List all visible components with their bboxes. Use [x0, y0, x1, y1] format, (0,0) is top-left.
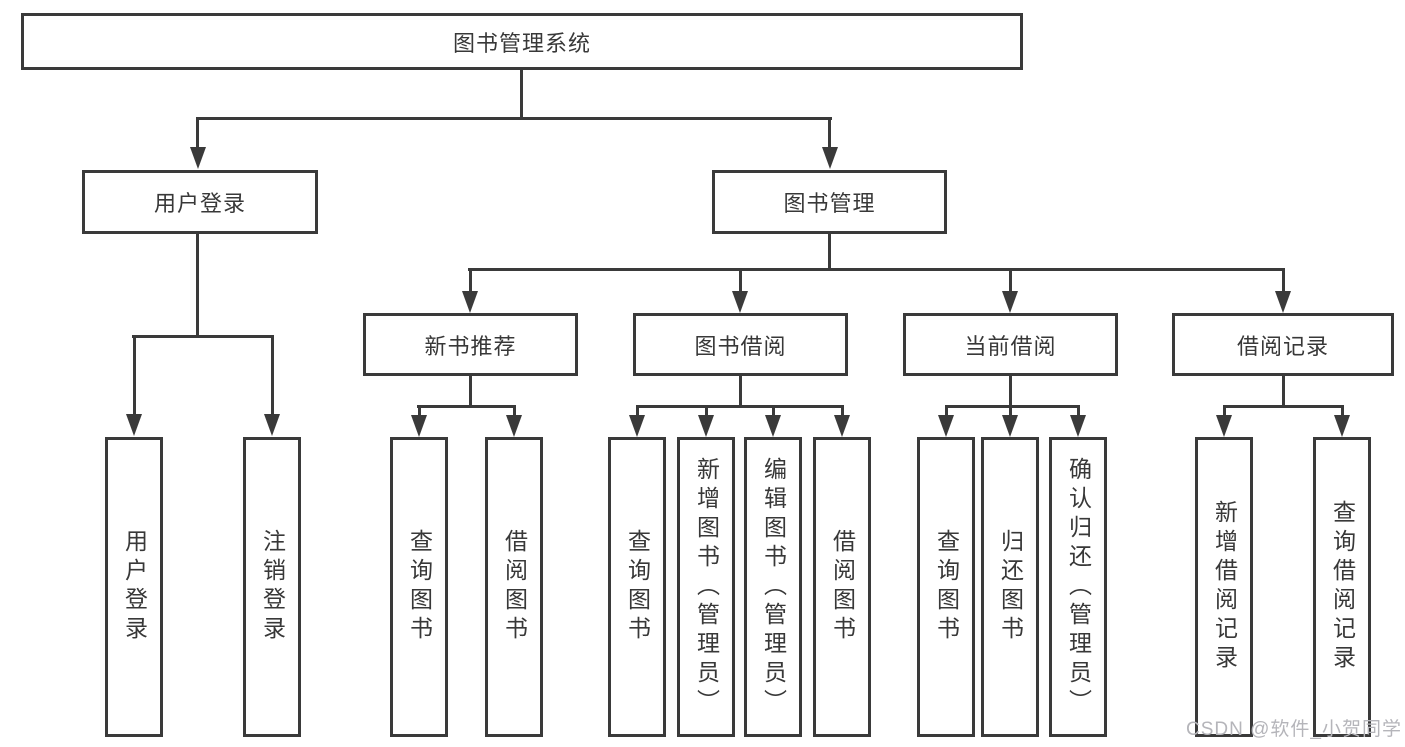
arrowhead-down — [938, 415, 954, 437]
arrowhead-down — [629, 415, 645, 437]
arrowhead-down — [1334, 415, 1350, 437]
watermark: CSDN @软件_小贺同学 — [1186, 719, 1402, 740]
connector-line — [1223, 405, 1344, 408]
leaf-borrow-books-recommend: 借阅图书 — [485, 437, 543, 737]
arrowhead-down — [506, 415, 522, 437]
leaf-add-books-admin: 新增图书（管理员） — [677, 437, 735, 737]
connector-line — [1282, 376, 1285, 408]
node-new-book-recommendation: 新书推荐 — [363, 313, 578, 376]
node-current-borrowing: 当前借阅 — [903, 313, 1118, 376]
connector-line — [468, 268, 1285, 271]
connector-line — [1077, 407, 1080, 416]
arrowhead-down — [1070, 415, 1086, 437]
node-library-management-system: 图书管理系统 — [21, 13, 1023, 70]
arrowhead-down — [698, 415, 714, 437]
leaf-confirm-return-admin: 确认归还（管理员） — [1049, 437, 1107, 737]
connector-line — [828, 119, 831, 147]
connector-line — [196, 117, 832, 120]
connector-line — [133, 337, 136, 415]
connector-line — [196, 119, 199, 147]
node-book-borrowing: 图书借阅 — [633, 313, 848, 376]
connector-line — [945, 407, 948, 416]
arrowhead-down — [1002, 291, 1018, 313]
connector-line — [841, 407, 844, 416]
arrowhead-down — [765, 415, 781, 437]
connector-line — [739, 270, 742, 291]
leaf-query-borrow-record: 查询借阅记录 — [1313, 437, 1371, 737]
arrowhead-down — [1002, 415, 1018, 437]
connector-line — [132, 335, 274, 338]
arrowhead-down — [732, 291, 748, 313]
leaf-query-books-recommend: 查询图书 — [390, 437, 448, 737]
leaf-add-borrow-record: 新增借阅记录 — [1195, 437, 1253, 737]
connector-line — [636, 407, 639, 416]
connector-line — [1009, 376, 1012, 408]
connector-line — [469, 376, 472, 408]
arrowhead-down — [462, 291, 478, 313]
connector-line — [772, 407, 775, 416]
connector-line — [636, 405, 844, 408]
connector-line — [1009, 407, 1012, 416]
leaf-logout: 注销登录 — [243, 437, 301, 737]
connector-line — [705, 407, 708, 416]
node-user-login: 用户登录 — [82, 170, 318, 234]
connector-line — [945, 405, 1080, 408]
leaf-borrow-books-borrowing: 借阅图书 — [813, 437, 871, 737]
arrowhead-down — [190, 147, 206, 169]
node-borrowing-records: 借阅记录 — [1172, 313, 1394, 376]
connector-line — [520, 68, 523, 120]
connector-line — [1009, 270, 1012, 291]
arrowhead-down — [822, 147, 838, 169]
arrowhead-down — [126, 414, 142, 436]
connector-line — [469, 270, 472, 291]
arrowhead-down — [834, 415, 850, 437]
node-book-management: 图书管理 — [712, 170, 947, 234]
leaf-return-books: 归还图书 — [981, 437, 1039, 737]
connector-line — [1223, 407, 1226, 416]
connector-line — [1341, 407, 1344, 416]
arrowhead-down — [264, 414, 280, 436]
leaf-user-login: 用户登录 — [105, 437, 163, 737]
arrowhead-down — [1275, 291, 1291, 313]
connector-line — [271, 337, 274, 415]
connector-line — [828, 234, 831, 271]
connector-line — [1282, 270, 1285, 291]
connector-line — [196, 234, 199, 337]
connector-line — [513, 407, 516, 416]
arrowhead-down — [411, 415, 427, 437]
arrowhead-down — [1216, 415, 1232, 437]
leaf-query-books-borrowing: 查询图书 — [608, 437, 666, 737]
leaf-edit-books-admin: 编辑图书（管理员） — [744, 437, 802, 737]
leaf-query-books-current: 查询图书 — [917, 437, 975, 737]
connector-line — [739, 376, 742, 408]
connector-line — [418, 407, 421, 416]
connector-line — [417, 405, 516, 408]
